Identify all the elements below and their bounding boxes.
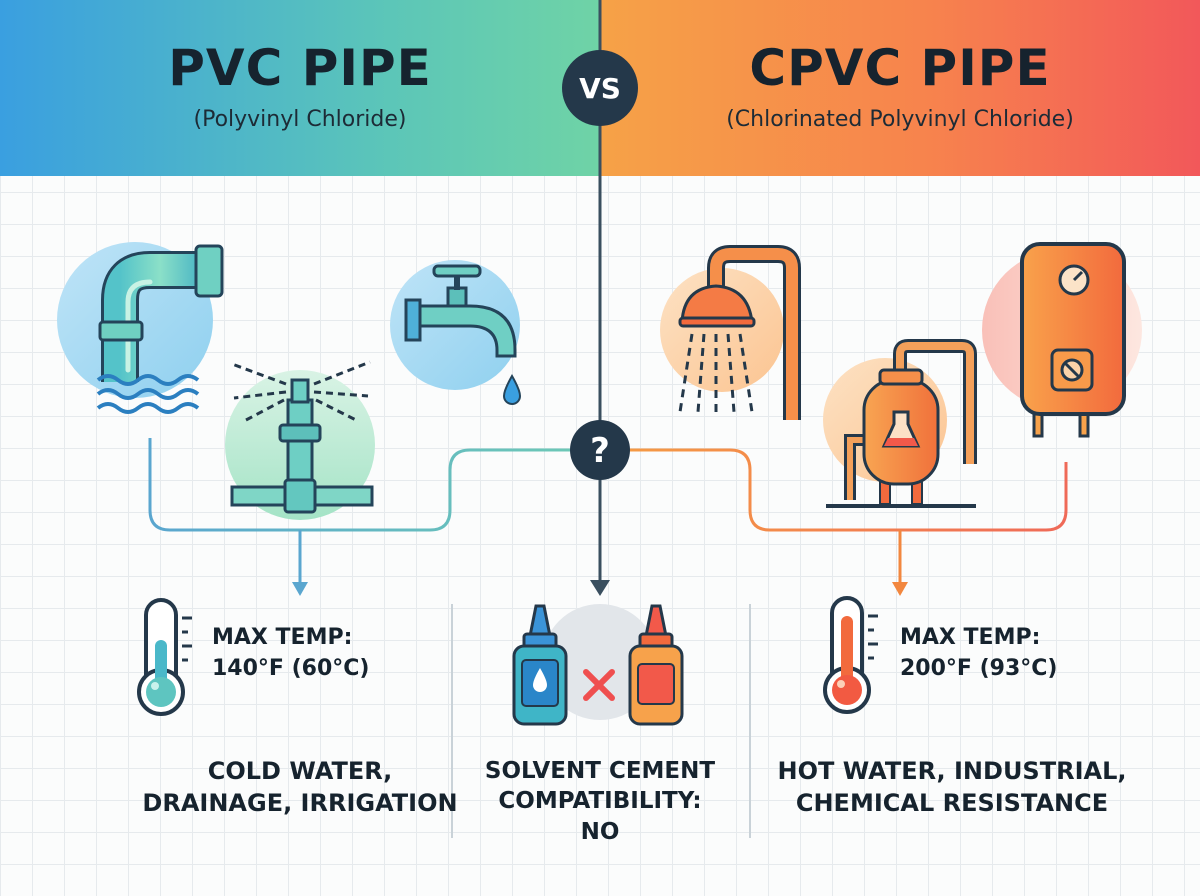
sprinkler-icon [225, 360, 375, 520]
pvc-connector-line [148, 438, 575, 532]
pvc-subtitle: (Polyvinyl Chloride) [193, 106, 407, 132]
cpvc-subtitle: (Chlorinated Polyvinyl Chloride) [726, 106, 1074, 132]
thermometer-hot-icon [823, 596, 878, 714]
center-arrow-head [590, 580, 610, 596]
incompatible-x-icon [583, 669, 615, 701]
faucet-icon [390, 260, 522, 405]
cpvc-max-temp-value: 200°F (93°C) [900, 656, 1058, 682]
cpvc-max-temp-label: MAX TEMP: [900, 625, 1041, 650]
cpvc-connector-line [625, 448, 1068, 532]
shower-icon [660, 245, 801, 420]
vs-badge: VS [562, 50, 638, 126]
cpvc-uses: HOT WATER, INDUSTRIAL, CHEMICAL RESISTAN… [777, 757, 1127, 817]
cpvc-title: CPVC PIPE [749, 38, 1051, 97]
cpvc-max-temp: MAX TEMP: 200°F (93°C) [900, 622, 1057, 684]
thermometer-cold-icon [137, 598, 192, 716]
chemical-tank-icon [823, 339, 977, 508]
drain-pipe-icon [57, 242, 224, 414]
question-badge-text: ? [590, 431, 610, 471]
vs-badge-text: VS [579, 72, 621, 105]
pvc-uses: COLD WATER, DRAINAGE, IRRIGATION [142, 757, 458, 817]
water-heater-icon [982, 242, 1142, 438]
cpvc-arrow-head [892, 582, 908, 596]
solvent-cement-compatibility: SOLVENT CEMENT COMPATIBILITY: NO [484, 758, 716, 845]
pvc-max-temp-value: 140°F (60°C) [212, 656, 370, 682]
pvc-header: PVC PIPE (Polyvinyl Chloride) [0, 0, 600, 176]
pvc-title: PVC PIPE [168, 38, 432, 97]
pvc-max-temp: MAX TEMP: 140°F (60°C) [212, 622, 369, 684]
pvc-arrow-head [292, 582, 308, 596]
orange-cement-bottle-icon [628, 604, 684, 726]
pvc-max-temp-label: MAX TEMP: [212, 625, 353, 650]
blue-cement-bottle-icon [512, 604, 568, 726]
cpvc-header: CPVC PIPE (Chlorinated Polyvinyl Chlorid… [600, 0, 1200, 176]
question-badge: ? [570, 420, 630, 480]
